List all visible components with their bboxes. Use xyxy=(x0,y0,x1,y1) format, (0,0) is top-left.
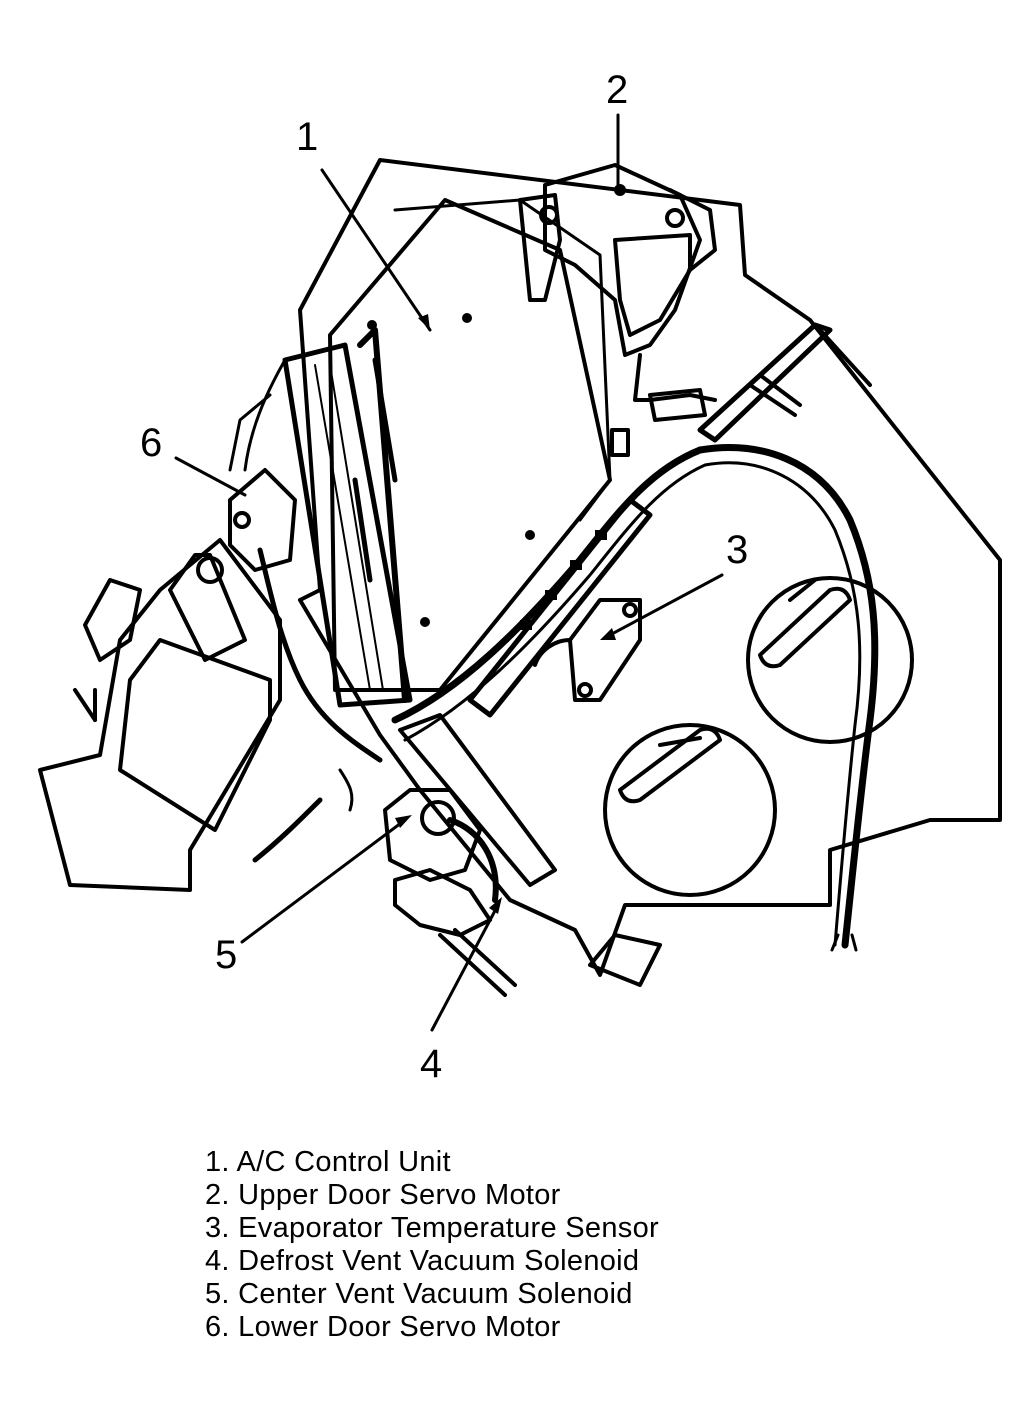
duct-slot-lower-2 xyxy=(658,736,702,747)
upper-servo-mount-left xyxy=(518,193,562,302)
defrost-vent-solenoid xyxy=(393,868,492,937)
lower-plate-hole xyxy=(196,556,224,584)
lower-servo-wires-3 xyxy=(228,393,272,472)
component-legend: 1. A/C Control Unit 2. Upper Door Servo … xyxy=(205,1146,659,1344)
servo-screw-left xyxy=(539,205,559,225)
outlet-tab xyxy=(588,933,662,987)
leader-1-arrow xyxy=(418,314,430,330)
lower-servo-wires xyxy=(257,547,383,763)
ac-control-unit-front xyxy=(282,342,413,708)
legend-item-6: 6. Lower Door Servo Motor xyxy=(205,1311,561,1343)
upper-servo-motor xyxy=(543,163,702,357)
case-inner-edge xyxy=(393,198,612,522)
lower-servo-motor xyxy=(228,468,297,572)
lower-servo-wires-2 xyxy=(243,358,287,472)
servo-screw-right xyxy=(665,208,685,228)
leader-3 xyxy=(608,573,724,637)
leader-4-arrow xyxy=(489,897,502,914)
duct-opening-lower xyxy=(603,723,777,897)
duct-slot-upper-1 xyxy=(758,586,852,669)
duct-slot-lower-1 xyxy=(618,726,722,804)
leader-5-arrow xyxy=(395,815,412,828)
mount-bar xyxy=(697,322,833,443)
slot-mark xyxy=(610,428,630,457)
legend-item-5: 5. Center Vent Vacuum Solenoid xyxy=(205,1278,633,1310)
diagram-svg: 1 2 3 4 5 6 xyxy=(38,68,1002,1086)
solenoid-port xyxy=(420,800,456,836)
lower-plate-frame xyxy=(168,553,247,662)
callout-4: 4 xyxy=(420,1042,442,1086)
callout-2: 2 xyxy=(606,68,628,112)
center-vent-solenoid xyxy=(383,788,482,882)
vacuum-hose-1 xyxy=(447,817,499,903)
callout-3: 3 xyxy=(726,528,748,572)
leader-4 xyxy=(430,903,500,1032)
leader-3-arrow xyxy=(600,628,616,640)
leader-1 xyxy=(320,168,432,332)
callout-1: 1 xyxy=(296,115,318,159)
wiring-harness-edge xyxy=(403,461,862,947)
upper-servo-mount-right xyxy=(668,188,717,272)
bracket-tab xyxy=(83,578,142,662)
hose-drop-2 xyxy=(338,768,354,812)
vacuum-hose-3 xyxy=(453,928,517,987)
vacuum-hose-2 xyxy=(438,933,507,997)
ac-control-unit-body xyxy=(328,198,612,692)
hvac-component-diagram: 1 2 3 4 5 6 xyxy=(38,68,1002,1086)
leader-5 xyxy=(240,818,407,944)
callout-5: 5 xyxy=(215,933,237,977)
solenoid-bracket xyxy=(398,713,557,887)
lower-plate xyxy=(38,538,282,892)
evap-sensor-lead xyxy=(533,638,572,667)
legend-item-2: 2. Upper Door Servo Motor xyxy=(205,1179,561,1211)
duct-opening-upper xyxy=(746,576,914,744)
upper-servo-cover xyxy=(613,233,692,337)
callout-6: 6 xyxy=(140,421,162,465)
lower-plate-window xyxy=(118,638,272,832)
evap-temp-sensor xyxy=(568,598,642,702)
leader-6 xyxy=(174,456,247,497)
ac-control-unit-edge xyxy=(357,327,408,703)
legend-item-3: 3. Evaporator Temperature Sensor xyxy=(205,1212,659,1244)
legend-item-1: 1. A/C Control Unit xyxy=(205,1146,451,1178)
legend-item-4: 4. Defrost Vent Vacuum Solenoid xyxy=(205,1245,640,1277)
case-outline xyxy=(298,158,1002,977)
upper-servo-connector xyxy=(648,388,707,422)
hose-drop xyxy=(252,797,323,863)
duct-slot-upper-2 xyxy=(788,578,817,602)
